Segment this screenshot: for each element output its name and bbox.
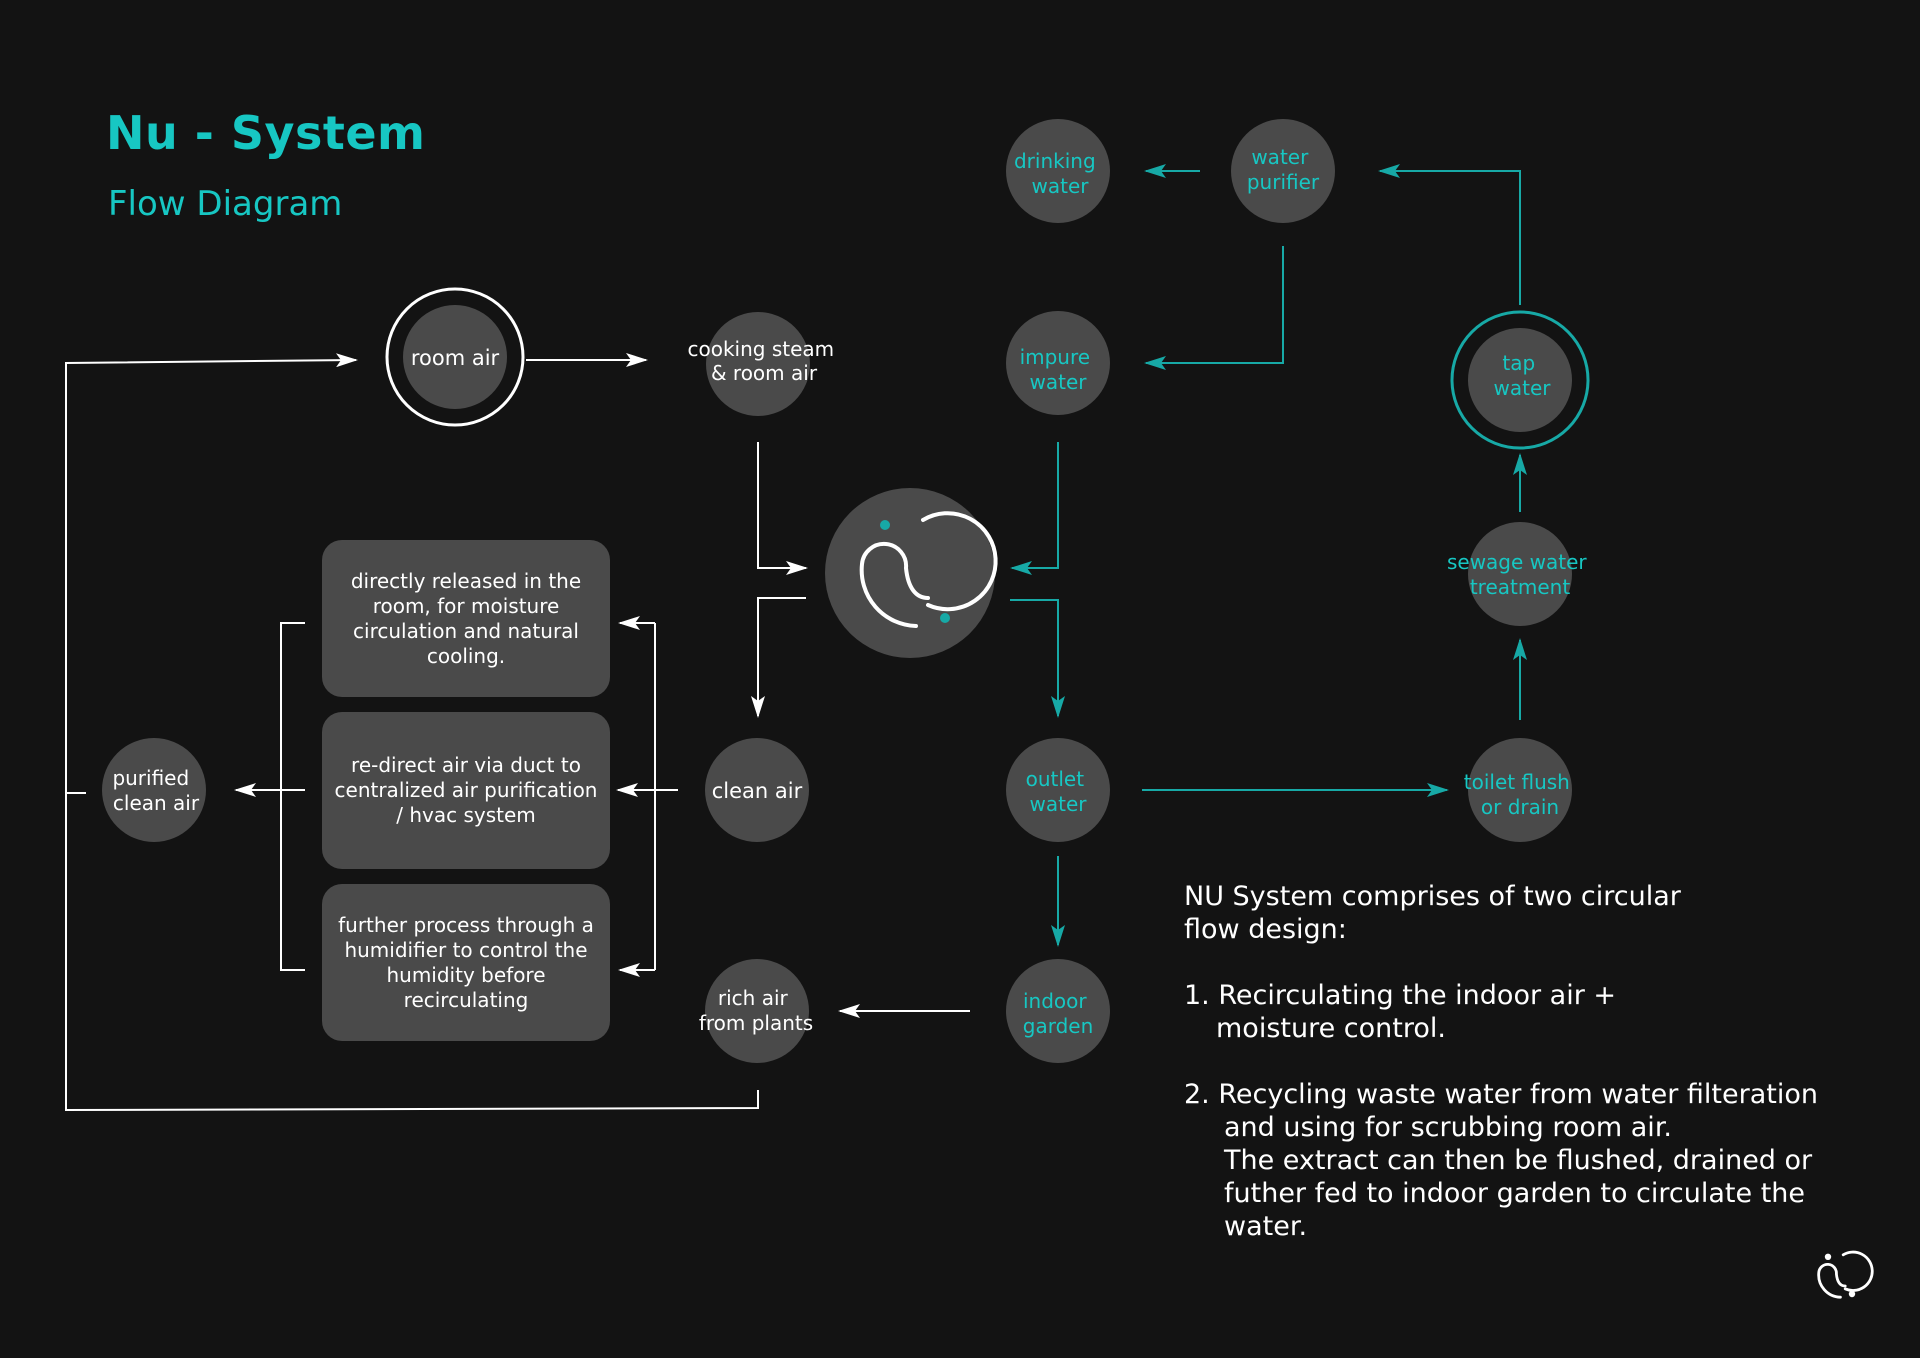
purified-clean-air-label: purified clean air: [112, 766, 199, 815]
room-air-node: [403, 305, 507, 409]
drinking-water-node: [1006, 119, 1110, 223]
arrow-steam-to-center: [757, 442, 808, 575]
option-redirect-duct-text: re-direct air via duct to centralized ai…: [334, 753, 598, 827]
sewage-water-node: [1468, 522, 1572, 626]
notes-intro-line1: NU System comprises of two circular: [1184, 881, 1681, 912]
sewage-water-label: sewage water treatment: [1447, 550, 1593, 599]
system-notes: NU System comprises of two circular flow…: [1184, 880, 1904, 1243]
rich-air-label: rich air from plants: [699, 986, 813, 1035]
page-subtitle: Flow Diagram: [108, 184, 343, 224]
bracket-left: [280, 622, 305, 971]
nu-logo-icon: [825, 488, 998, 658]
purified-clean-air-node: [102, 738, 206, 842]
notes-point1-line2: moisture control.: [1216, 1013, 1446, 1044]
notes-intro-line2: flow design:: [1184, 914, 1347, 945]
water-purifier-node: [1231, 119, 1335, 223]
rich-air-node: [705, 959, 809, 1063]
notes-point2-line1: 2. Recycling waste water from water filt…: [1184, 1079, 1818, 1110]
arrow-purifier-to-impure: [1144, 246, 1284, 370]
nu-logo-icon: [1817, 1250, 1874, 1299]
option-box-humidifier: [322, 884, 610, 1041]
indoor-garden-label: indoor garden: [1023, 989, 1094, 1038]
room-air-label: room air: [411, 346, 500, 370]
page-title: Nu - System: [106, 106, 426, 160]
cooking-steam-node: [706, 312, 810, 416]
option-box-redirect-duct: [322, 712, 610, 869]
arrow-impure-to-center: [1010, 442, 1059, 575]
arrow-center-to-outlet: [1010, 599, 1065, 718]
arrow-tap-to-purifier: [1378, 164, 1521, 305]
room-air-ring: [385, 287, 525, 427]
tap-water-ring: [1450, 310, 1590, 450]
clean-air-node: [705, 738, 809, 842]
outlet-water-label: outlet water: [1026, 767, 1091, 816]
tap-water-label: tap water: [1494, 351, 1552, 400]
arrow-center-to-cleanair: [751, 597, 806, 718]
tap-water-node: [1468, 328, 1572, 432]
drinking-water-label: drinking water: [1014, 149, 1102, 198]
loop-line: [65, 353, 759, 1112]
impure-water-node: [1006, 311, 1110, 415]
toilet-flush-node: [1468, 738, 1572, 842]
notes-point2-line5: water.: [1224, 1211, 1308, 1242]
option-direct-release-text: directly released in the room, for moist…: [350, 568, 582, 668]
outlet-water-node: [1006, 738, 1110, 842]
notes-point2-line2: and using for scrubbing room air.: [1224, 1112, 1673, 1143]
water-purifier-label: water purifier: [1247, 145, 1320, 194]
toilet-flush-label: toilet flush or drain: [1464, 770, 1576, 819]
cooking-steam-label: cooking steam & room air: [688, 337, 841, 385]
option-humidifier-text: further process through a humidifier to …: [338, 912, 594, 1012]
impure-water-label: impure water: [1020, 345, 1097, 394]
option-box-direct-release: [322, 540, 610, 697]
notes-point2-line3: The extract can then be flushed, drained…: [1224, 1145, 1813, 1176]
clean-air-label: clean air: [712, 779, 803, 803]
notes-point1-line1: 1. Recirculating the indoor air +: [1184, 980, 1616, 1011]
notes-point2-line4: futher fed to indoor garden to circulate…: [1224, 1178, 1806, 1209]
indoor-garden-node: [1006, 959, 1110, 1063]
